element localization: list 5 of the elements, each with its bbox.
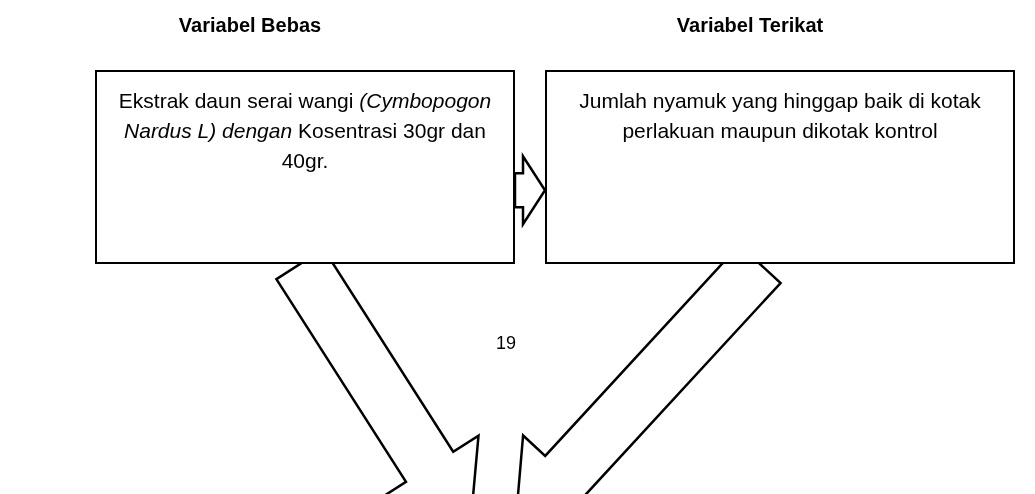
box-text: Jumlah nyamuk yang hinggap baik di kotak perlakuan maupun dikotak kontrol (578, 88, 982, 144)
box-text: Ekstrak daun serai wangi (Cymbopogon Nardus L) dengan Kosentrasi 30gr dan 40gr. (117, 88, 493, 174)
column-heading: Variabel Terikat (676, 14, 824, 37)
column-heading: Variabel Bebas (178, 14, 322, 37)
page-number: 19 (496, 333, 517, 354)
